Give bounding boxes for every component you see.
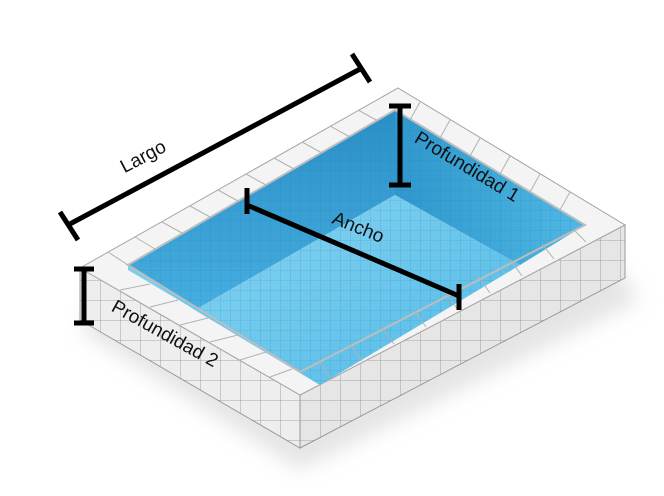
largo-end-cap-right <box>349 52 373 84</box>
largo-label: Largo <box>117 136 170 177</box>
front-shallow-slope <box>128 265 320 385</box>
ancho-line <box>246 202 460 299</box>
coping-tile-lines <box>107 101 587 379</box>
ground-shadow <box>80 260 640 470</box>
inner-coping-edge <box>126 108 588 374</box>
largo-line <box>66 65 364 228</box>
largo-end-cap-left <box>57 210 81 242</box>
